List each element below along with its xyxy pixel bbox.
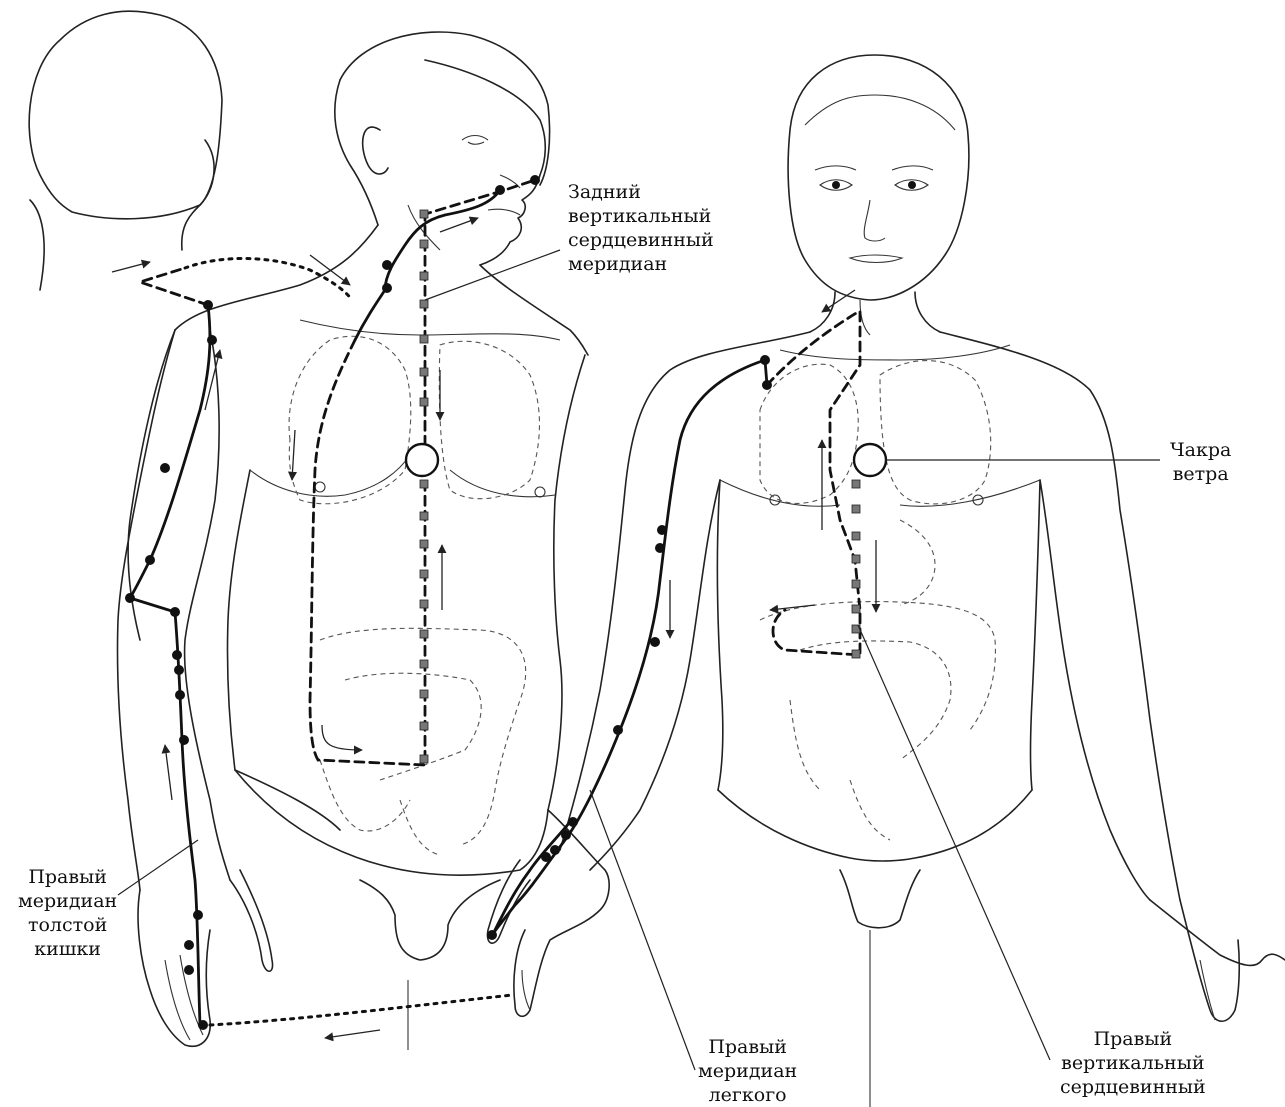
back-head-figure	[28, 10, 223, 291]
label-right-lung-meridian: Правый меридиан легкого	[698, 1036, 798, 1106]
flow-arrows	[111, 216, 881, 1042]
label-wind-chakra: Чакра ветра	[1170, 439, 1232, 485]
right-figure	[559, 54, 1285, 1107]
large-intestine-meridian	[125, 266, 217, 1030]
label-posterior-vertical-meridian: Задний вертикальный сердцевинный меридиа…	[568, 181, 714, 275]
chakra-circle-left	[404, 442, 440, 478]
label-right-vertical-meridian: Правый вертикальный сердцевинный	[1060, 1028, 1206, 1098]
left-figure	[116, 31, 610, 1050]
label-right-large-intestine-meridian: Правый меридиан толстой кишки	[18, 866, 118, 960]
lung-meridian	[208, 310, 860, 1027]
leader-lines	[117, 249, 1160, 1071]
posterior-vertical-meridian	[183, 175, 540, 767]
chakra-circle-right	[852, 442, 888, 478]
